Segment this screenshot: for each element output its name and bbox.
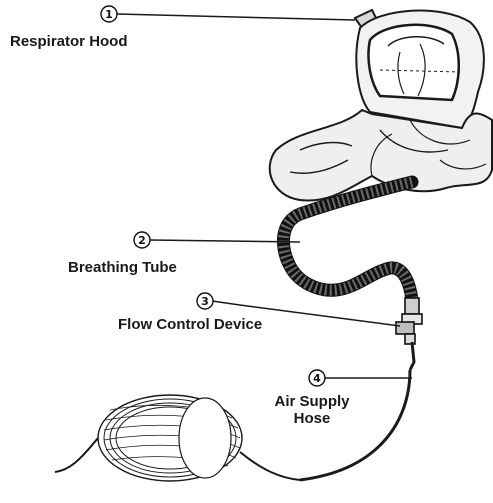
leader-line-3b	[240, 305, 400, 326]
flow-control-device-illustration	[396, 298, 422, 344]
leader-line-3	[212, 301, 240, 305]
callout-marker-2: 2	[134, 232, 150, 248]
callout-label-respirator-hood: Respirator Hood	[10, 33, 128, 50]
respirator-hood-illustration	[270, 10, 492, 201]
callout-number-2: 2	[138, 234, 146, 247]
callout-label-air-supply-hose: Air Supply Hose	[262, 393, 362, 427]
leader-line-1	[117, 14, 355, 20]
callout-marker-3: 3	[197, 293, 213, 309]
callout-number-3: 3	[201, 295, 209, 308]
callout-label-flow-control-device: Flow Control Device	[118, 316, 262, 333]
callout-number-4: 4	[313, 372, 321, 385]
callout-marker-4: 4	[309, 370, 325, 386]
callout-label-breathing-tube: Breathing Tube	[68, 259, 177, 276]
callout-marker-1: 1	[101, 6, 117, 22]
callout-number-1: 1	[105, 8, 113, 21]
